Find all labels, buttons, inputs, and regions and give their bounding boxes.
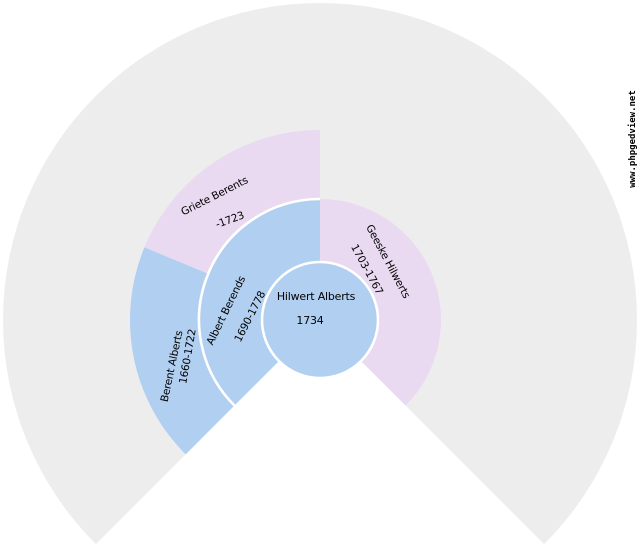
watermark-url: www.phpgedview.net <box>628 90 638 188</box>
center-circle-separator <box>260 260 380 380</box>
sector-mother[interactable] <box>320 199 442 406</box>
ring-separator-gen2-gen3 <box>197 197 321 407</box>
sector-father[interactable] <box>198 199 320 406</box>
center-person-circle[interactable] <box>262 262 378 378</box>
center-person-name-label: Hilwert Alberts <box>277 290 356 303</box>
sector-paternal-grandfather[interactable] <box>129 247 235 455</box>
center-person-dates-label: 1734 <box>296 314 323 327</box>
sector-paternal-grandmother[interactable] <box>144 130 320 274</box>
